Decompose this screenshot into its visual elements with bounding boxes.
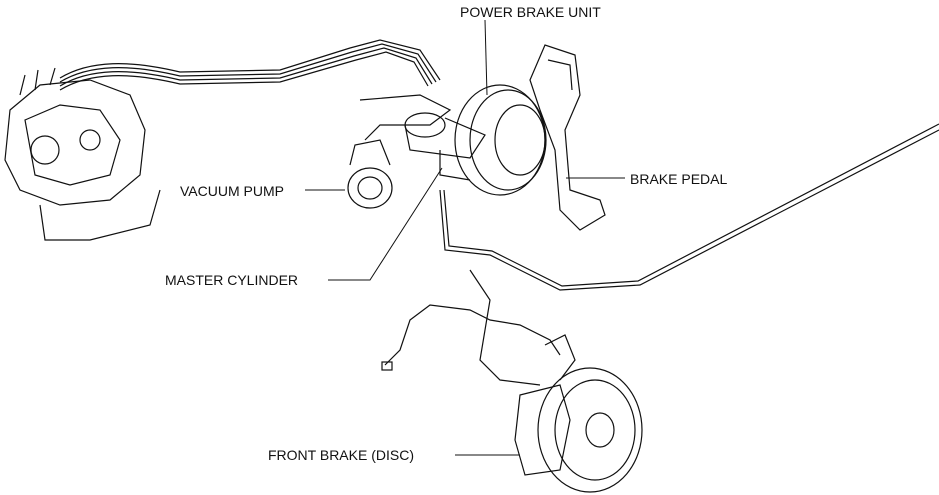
sensor-wire [381,304,561,371]
label-vacuum-pump: VACUUM PUMP [180,183,284,199]
label-brake-pedal: BRAKE PEDAL [630,171,728,187]
master-cylinder [404,112,486,181]
leader-lines [305,19,625,456]
vacuum-pump [347,94,452,209]
brake-lines [59,39,939,386]
brake-pedal-assembly [529,44,606,231]
label-front-brake: FRONT BRAKE (DISC) [268,447,414,463]
abs-hydraulic-unit [4,67,161,241]
power-brake-unit [454,84,547,196]
front-brake-disc [514,334,643,493]
label-power-brake-unit: POWER BRAKE UNIT [460,4,601,20]
label-master-cylinder: MASTER CYLINDER [165,272,299,288]
